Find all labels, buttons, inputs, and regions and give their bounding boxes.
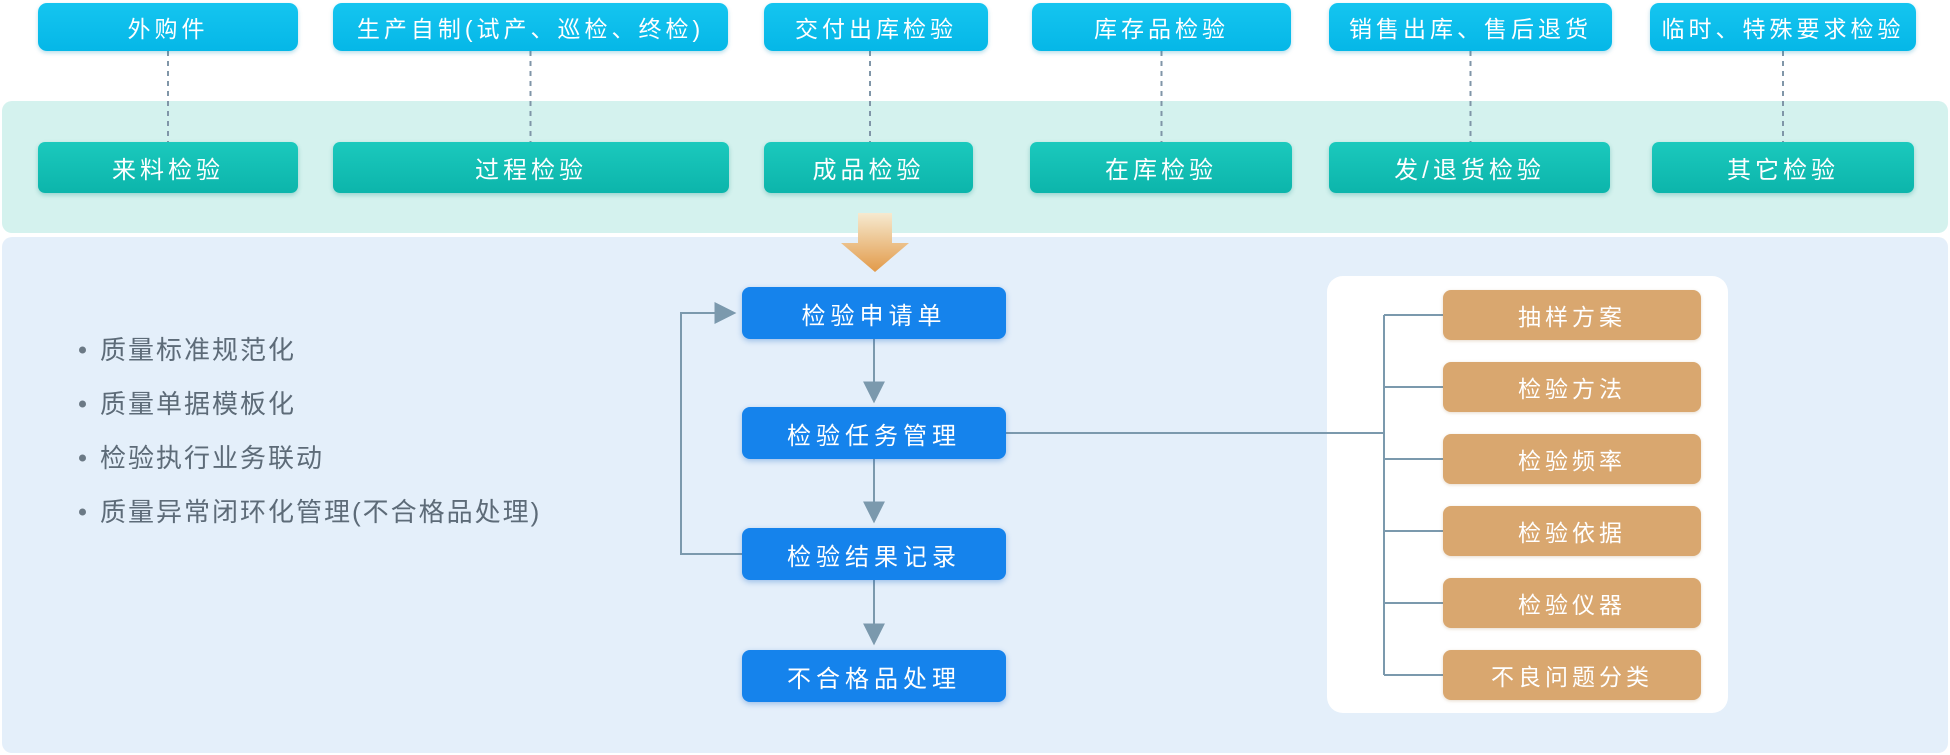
inspection-config-panel bbox=[1327, 276, 1728, 713]
process-step-node: 检验申请单 bbox=[742, 287, 1006, 339]
capability-bullet: 质量异常闭环化管理(不合格品处理) bbox=[72, 485, 541, 539]
source-node: 销售出库、售后退货 bbox=[1329, 3, 1612, 51]
config-item-node: 检验仪器 bbox=[1443, 578, 1701, 628]
config-item-node: 检验频率 bbox=[1443, 434, 1701, 484]
source-node: 库存品检验 bbox=[1032, 3, 1291, 51]
inspection-type-node: 来料检验 bbox=[38, 142, 298, 193]
capability-bullet: 质量单据模板化 bbox=[72, 377, 541, 431]
source-node: 交付出库检验 bbox=[764, 3, 988, 51]
process-step-node: 检验任务管理 bbox=[742, 407, 1006, 459]
config-item-node: 不良问题分类 bbox=[1443, 650, 1701, 700]
capability-bullet-list: 质量标准规范化 质量单据模板化 检验执行业务联动 质量异常闭环化管理(不合格品处… bbox=[72, 323, 541, 539]
capability-bullet: 检验执行业务联动 bbox=[72, 431, 541, 485]
inspection-type-node: 在库检验 bbox=[1030, 142, 1292, 193]
inspection-type-node: 成品检验 bbox=[764, 142, 973, 193]
config-item-node: 检验方法 bbox=[1443, 362, 1701, 412]
inspection-type-node: 过程检验 bbox=[333, 142, 729, 193]
source-node: 生产自制(试产、巡检、终检) bbox=[333, 3, 728, 51]
source-node: 外购件 bbox=[38, 3, 298, 51]
source-node: 临时、特殊要求检验 bbox=[1650, 3, 1916, 51]
config-item-node: 抽样方案 bbox=[1443, 290, 1701, 340]
config-item-node: 检验依据 bbox=[1443, 506, 1701, 556]
process-step-node: 检验结果记录 bbox=[742, 528, 1006, 580]
process-step-node: 不合格品处理 bbox=[742, 650, 1006, 702]
inspection-type-band bbox=[2, 101, 1948, 233]
inspection-type-node: 其它检验 bbox=[1652, 142, 1914, 193]
capability-bullet: 质量标准规范化 bbox=[72, 323, 541, 377]
inspection-type-node: 发/退货检验 bbox=[1329, 142, 1610, 193]
